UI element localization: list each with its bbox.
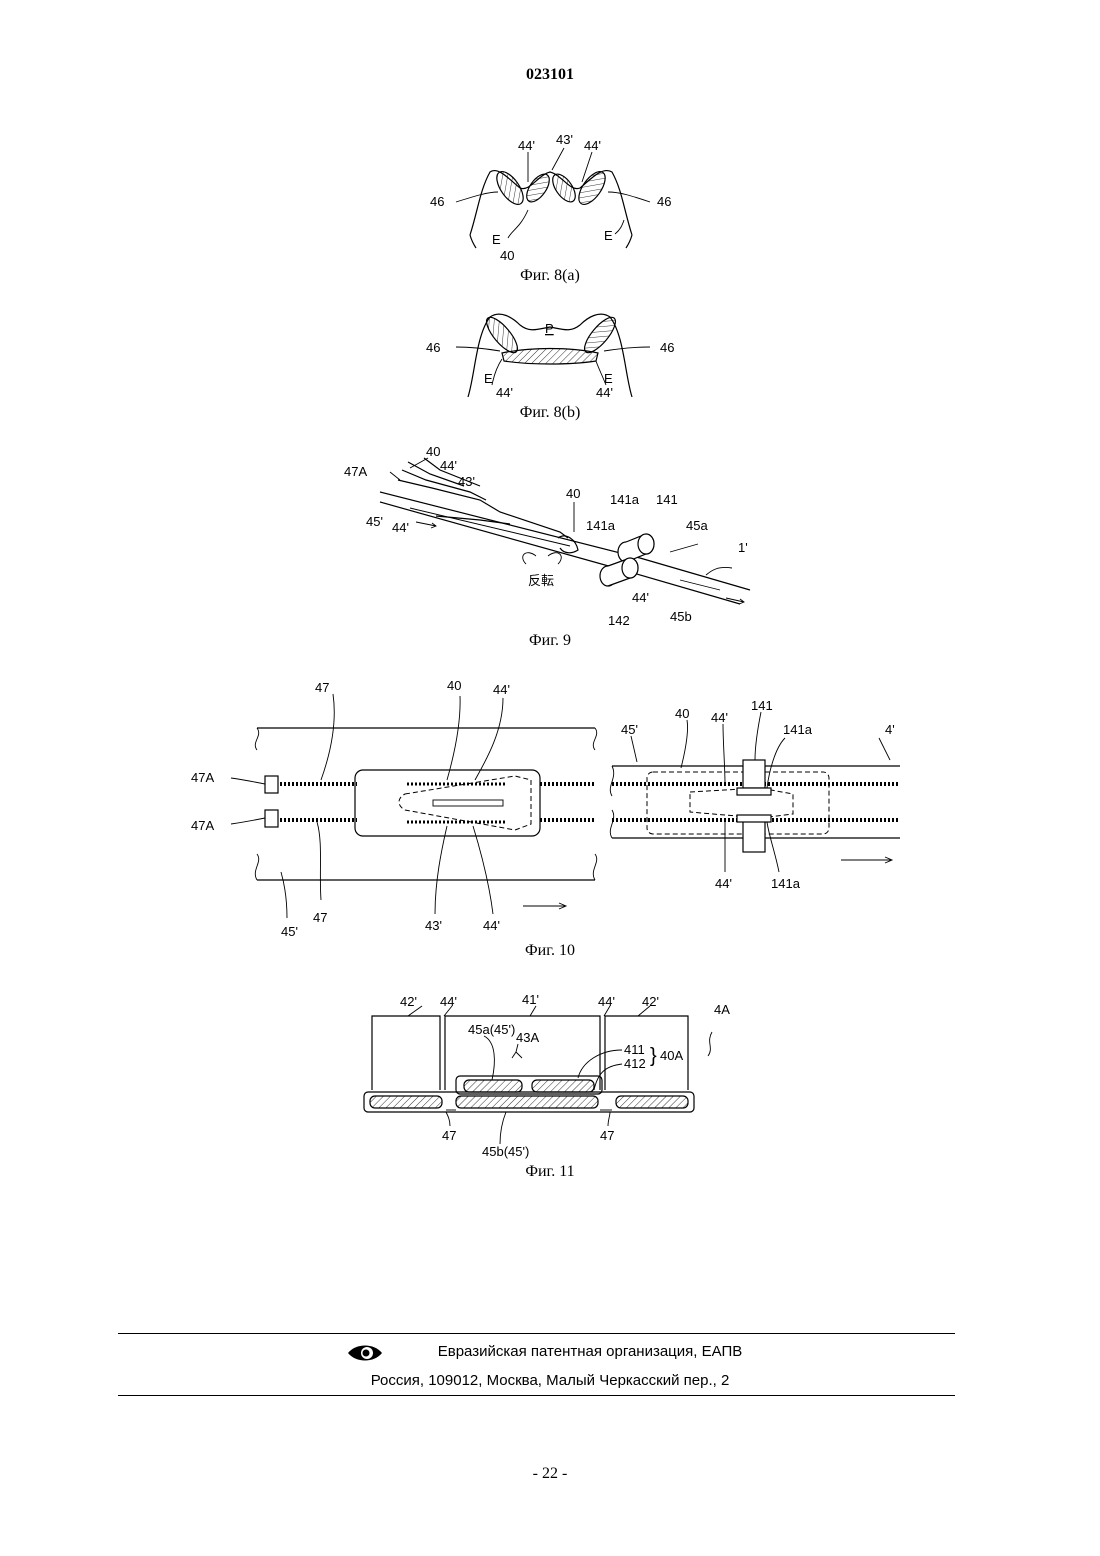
fig10-label-47a-bottom: 47A [191,818,214,833]
fig8b-label-p: P [545,321,554,336]
fig10-label-45-left: 45' [281,924,298,939]
footer-top-rule [118,1333,955,1334]
fig10-label-43: 43' [425,918,442,933]
fig9-label-142: 142 [608,613,630,628]
fig10-label-4: 4' [885,722,895,737]
fig8a-label-44-right: 44' [584,138,601,153]
fig10-label-141a-top: 141a [783,722,813,737]
fig11-label-45a: 45a(45') [468,1022,515,1037]
fig8a-label-46-left: 46 [430,194,444,209]
fig8a-label-46-right: 46 [657,194,671,209]
patent-number: 023101 [0,66,1100,84]
fig9-label-47a: 47A [344,464,367,479]
figure-9-drawing: 40 47A 44' 43' 45' 44' 40 141a 141 141a … [340,440,770,630]
fig11-label-40a: 40A [660,1048,683,1063]
fig9-label-45b: 45b [670,609,692,624]
figure-10-caption: Фиг. 10 [0,942,1100,960]
figure-8b-drawing: P 46 46 E E 44' 44' [420,305,690,405]
fig10-label-47-top: 47 [315,680,329,695]
figure-8a-drawing: 44' 43' 44' 46 46 E E 40 [420,130,690,265]
fig11-label-43a: 43A [516,1030,539,1045]
fig8b-label-46-right: 46 [660,340,674,355]
fig10-label-141: 141 [751,698,773,713]
fig8b-label-46-left: 46 [426,340,440,355]
fig11-label-44-right: 44' [598,994,615,1009]
fig9-label-44-left: 44' [392,520,409,535]
figure-8b-caption: Фиг. 8(b) [0,404,1100,422]
fig8a-label-43: 43' [556,132,573,147]
fig11-label-47-left: 47 [442,1128,456,1143]
fig9-label-flip: 反転 [528,573,554,588]
fig9-label-44-bottom: 44' [632,590,649,605]
figure-11-caption: Фиг. 11 [0,1163,1100,1181]
fig11-label-44-left: 44' [440,994,457,1009]
fig11-label-42-right: 42' [642,994,659,1009]
fig9-label-1: 1' [738,540,748,555]
fig9-label-141a-top: 141a [610,492,640,507]
fig9-label-45: 45' [366,514,383,529]
fig9-label-43: 43' [458,474,475,489]
fig11-label-411: 411 [624,1042,645,1057]
figure-9-caption: Фиг. 9 [0,632,1100,650]
fig10-label-47a-top: 47A [191,770,214,785]
fig10-label-44-top-left: 44' [493,682,510,697]
footer-organization: Евразийская патентная организация, ЕАПВ [0,1343,1100,1360]
fig9-label-141a-mid: 141a [586,518,616,533]
fig10-label-44-bottom-left: 44' [483,918,500,933]
fig9-label-40-top: 40 [426,444,440,459]
fig9-label-40-mid: 40 [566,486,580,501]
fig8a-label-44-left: 44' [518,138,535,153]
fig11-label-41: 41' [522,992,539,1007]
footer-address: Россия, 109012, Москва, Малый Черкасский… [0,1372,1100,1389]
fig9-label-44-top: 44' [440,458,457,473]
fig8b-label-44-left: 44' [496,385,513,400]
fig8b-label-e-right: E [604,371,613,386]
fig10-label-40-right: 40 [675,706,689,721]
fig10-label-40-left: 40 [447,678,461,693]
fig10-label-141a-bottom: 141a [771,876,801,891]
fig10-label-44-top-right: 44' [711,710,728,725]
fig11-brace: } [650,1045,657,1067]
fig8a-label-40: 40 [500,248,514,263]
fig9-label-45a: 45a [686,518,708,533]
fig11-label-47-right: 47 [600,1128,614,1143]
figure-10-drawing: 47 40 44' 47A 47A 47 45' 43' 44' 45' 40 … [185,672,920,942]
figure-8a-caption: Фиг. 8(a) [0,267,1100,285]
fig10-label-44-bottom-right: 44' [715,876,732,891]
fig8a-label-e-right: E [604,228,613,243]
fig10-label-47-bottom: 47 [313,910,327,925]
fig8b-label-44-right: 44' [596,385,613,400]
fig9-label-141: 141 [656,492,678,507]
fig8b-label-e-left: E [484,371,493,386]
fig8a-label-e-left: E [492,232,501,247]
page-number: - 22 - [0,1465,1100,1483]
footer-bottom-rule [118,1395,955,1396]
fig10-label-45-right: 45' [621,722,638,737]
fig11-label-45b: 45b(45') [482,1144,529,1159]
fig11-label-412: 412 [624,1056,646,1071]
fig11-label-42-left: 42' [400,994,417,1009]
fig11-label-4a: 4A [714,1002,730,1017]
figure-11-drawing: 42' 44' 41' 44' 42' 4A 45a(45') 43A 411 … [360,992,740,1162]
